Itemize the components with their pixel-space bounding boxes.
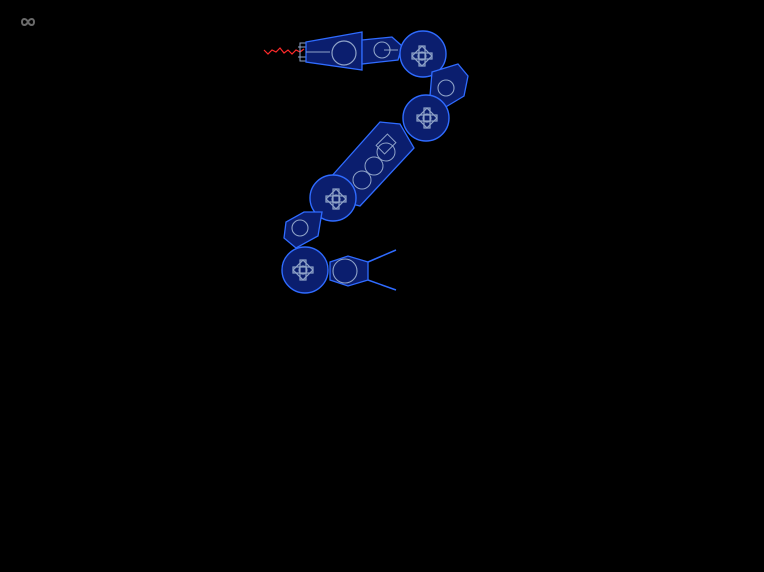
- infinity-icon[interactable]: [16, 14, 40, 30]
- arm-joint-4[interactable]: [281, 246, 329, 294]
- laser-beam: [263, 47, 305, 55]
- arm-link-2[interactable]: [283, 211, 323, 249]
- arm-joint-2[interactable]: [402, 94, 450, 142]
- arm-head[interactable]: [298, 31, 403, 71]
- arm-joint-3[interactable]: [309, 174, 357, 222]
- arm-joint-1[interactable]: [399, 30, 447, 78]
- arm-claw[interactable]: [329, 249, 397, 291]
